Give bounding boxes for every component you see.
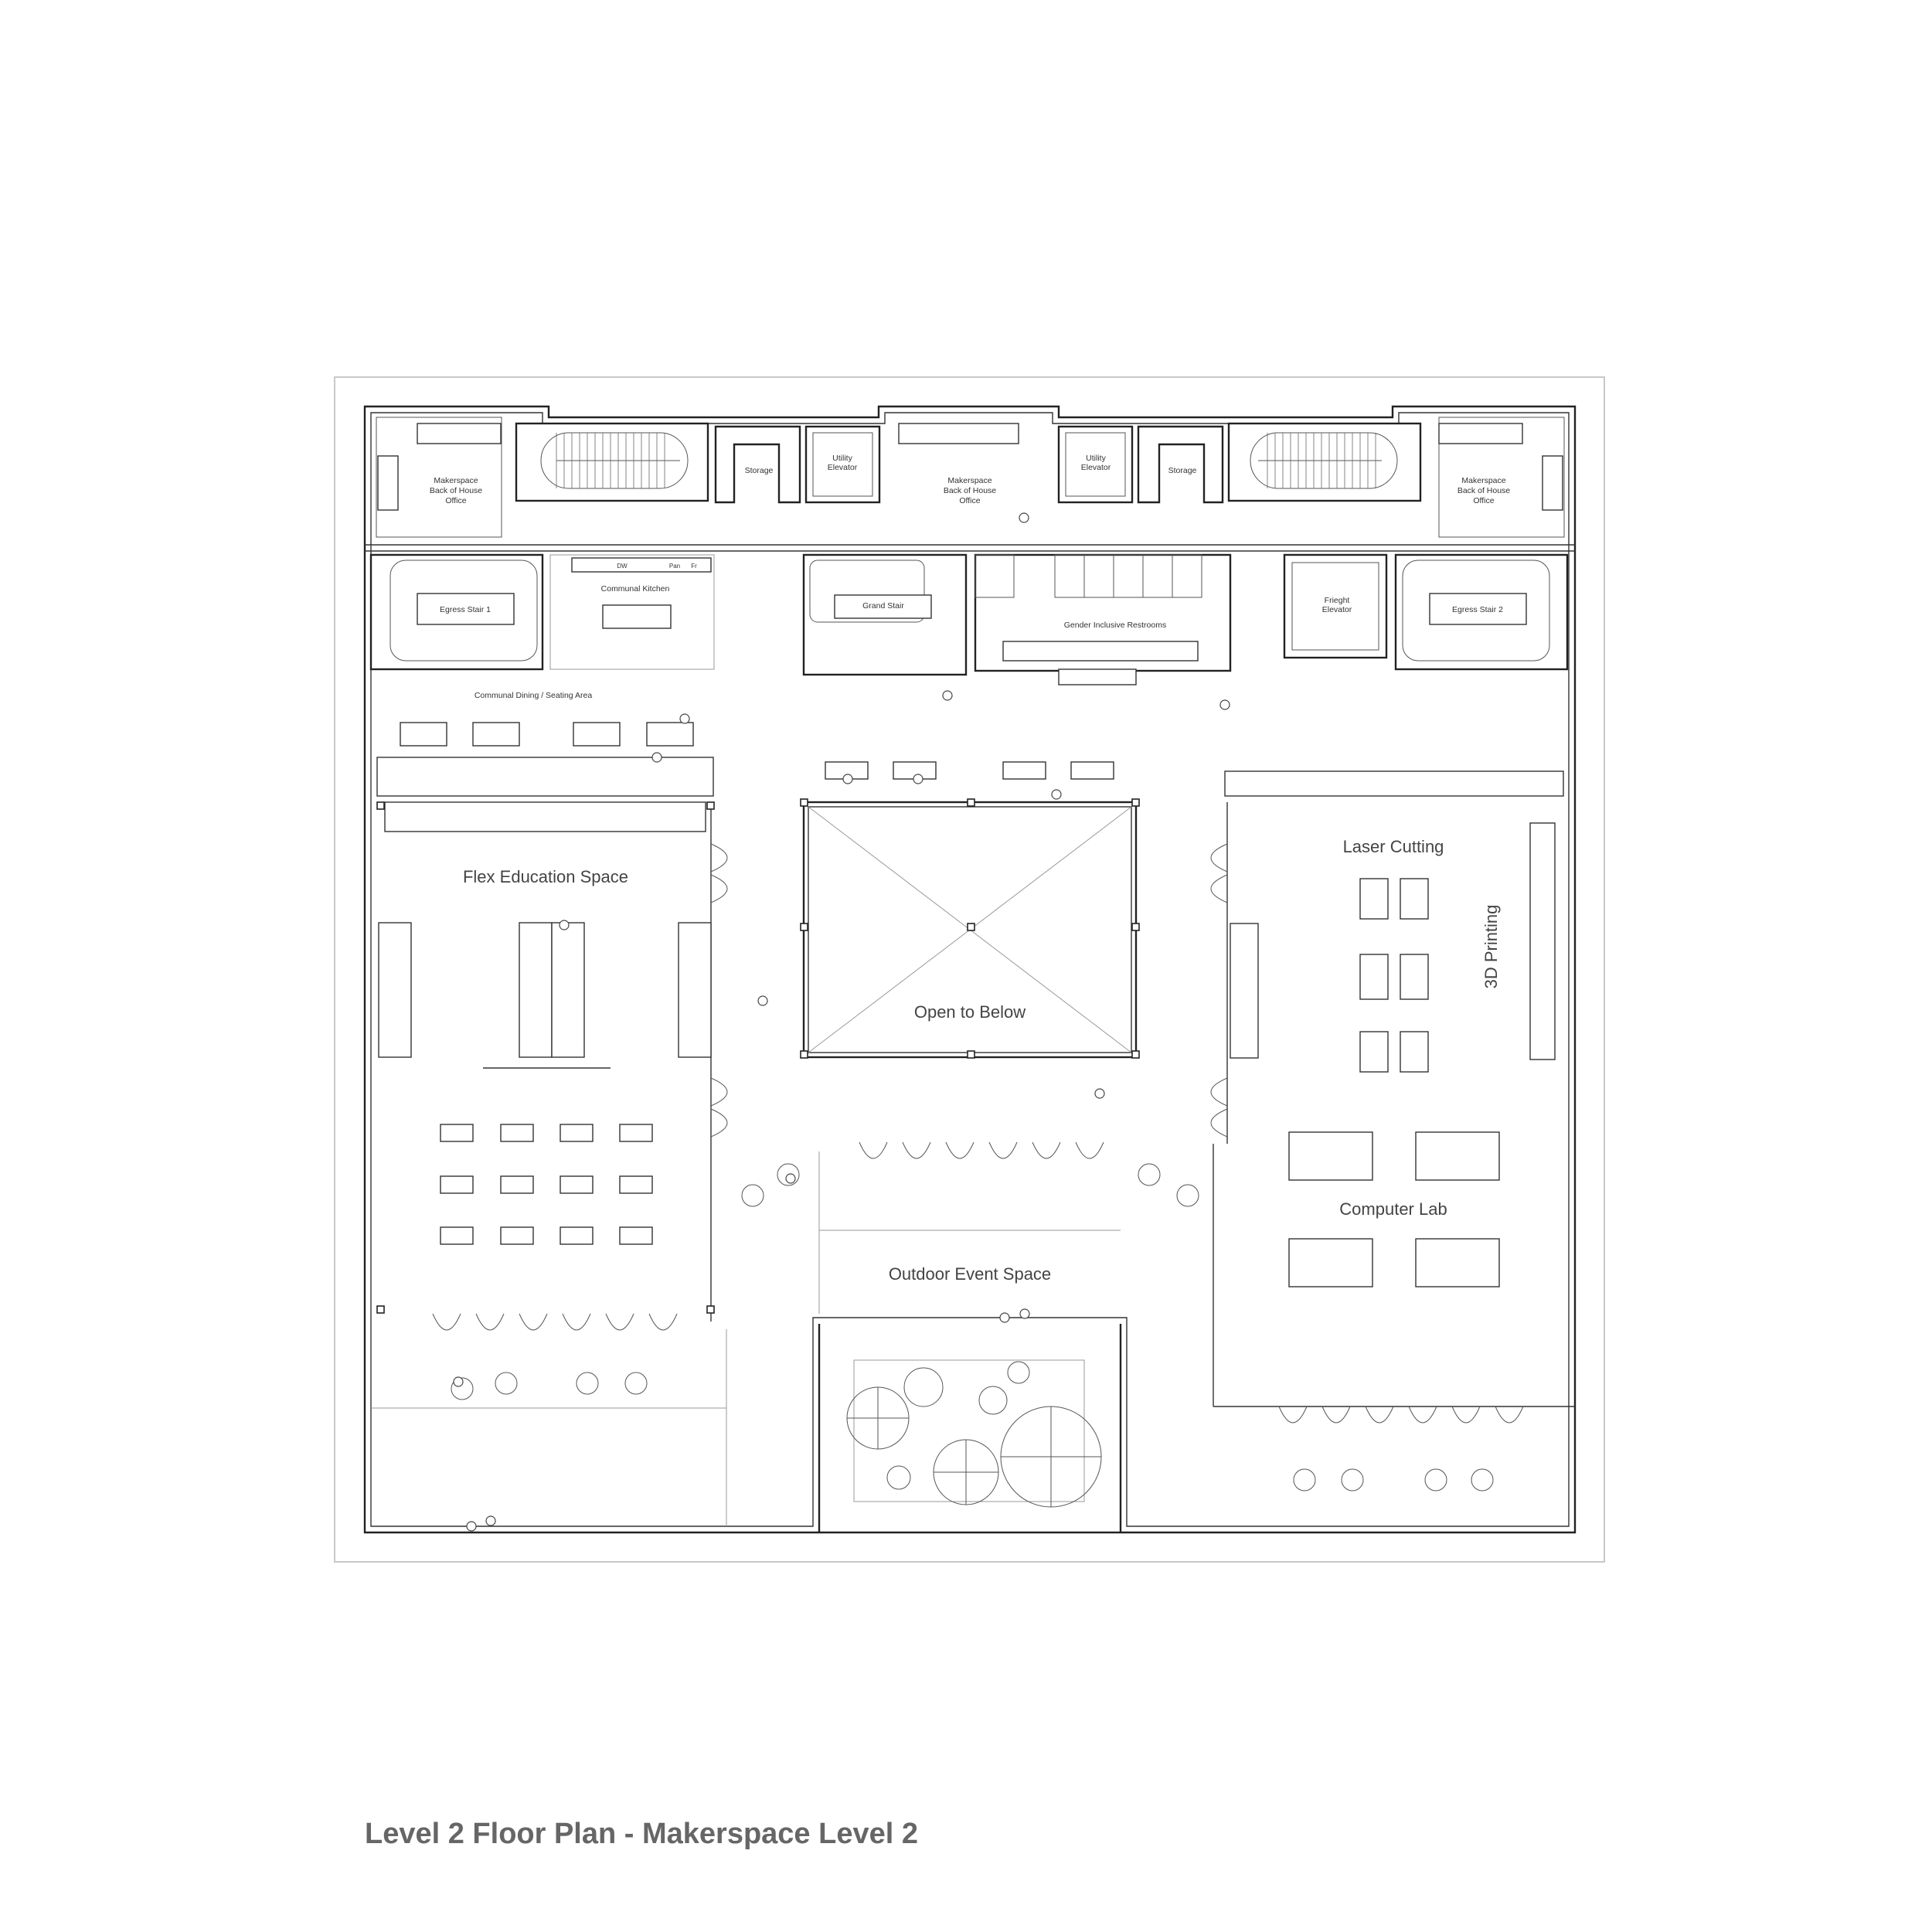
label-flex-education: Flex Education Space xyxy=(463,867,628,886)
label-laser-cutting: Laser Cutting xyxy=(1343,837,1444,856)
open-to-below xyxy=(800,798,1140,1059)
flex-education-furniture xyxy=(376,801,715,1321)
second-row-rooms xyxy=(369,553,1569,685)
outdoor-areas xyxy=(371,1151,1121,1526)
stair-icon xyxy=(1267,433,1376,488)
label-communal-kitchen: Communal Kitchen xyxy=(601,584,670,594)
door-swing-icon xyxy=(432,843,1524,1423)
lab-furniture xyxy=(1213,802,1575,1407)
label-dining: Communal Dining / Seating Area xyxy=(474,691,592,700)
label-storage-right: Storage xyxy=(1168,466,1197,475)
label-restrooms: Gender Inclusive Restrooms xyxy=(1064,621,1166,630)
sheet-frame xyxy=(334,376,1605,1563)
label-egress-stair-1: Egress Stair 1 xyxy=(440,605,491,614)
label-pan: Pan xyxy=(669,563,680,570)
plan-title: Level 2 Floor Plan - Makerspace Level 2 xyxy=(365,1818,918,1850)
label-egress-stair-2: Egress Stair 2 xyxy=(1452,605,1503,614)
top-row-rooms xyxy=(376,417,1565,538)
label-outdoor-event: Outdoor Event Space xyxy=(889,1264,1051,1284)
label-3d-printing: 3D Printing xyxy=(1481,905,1501,989)
dining-furniture xyxy=(376,722,1564,832)
stair-icon xyxy=(556,433,665,488)
label-storage-left: Storage xyxy=(745,466,774,475)
label-open-to-below: Open to Below xyxy=(914,1002,1026,1022)
label-grand-stair: Grand Stair xyxy=(862,601,904,611)
person-icon xyxy=(453,512,1230,1532)
tree-icon xyxy=(846,1361,1102,1508)
label-computer-lab: Computer Lab xyxy=(1339,1199,1447,1219)
label-fr: Fr xyxy=(691,563,697,570)
label-dw: DW xyxy=(617,563,628,570)
lounge-chair-icon xyxy=(451,1163,1494,1492)
exterior-walls xyxy=(363,405,1577,1534)
